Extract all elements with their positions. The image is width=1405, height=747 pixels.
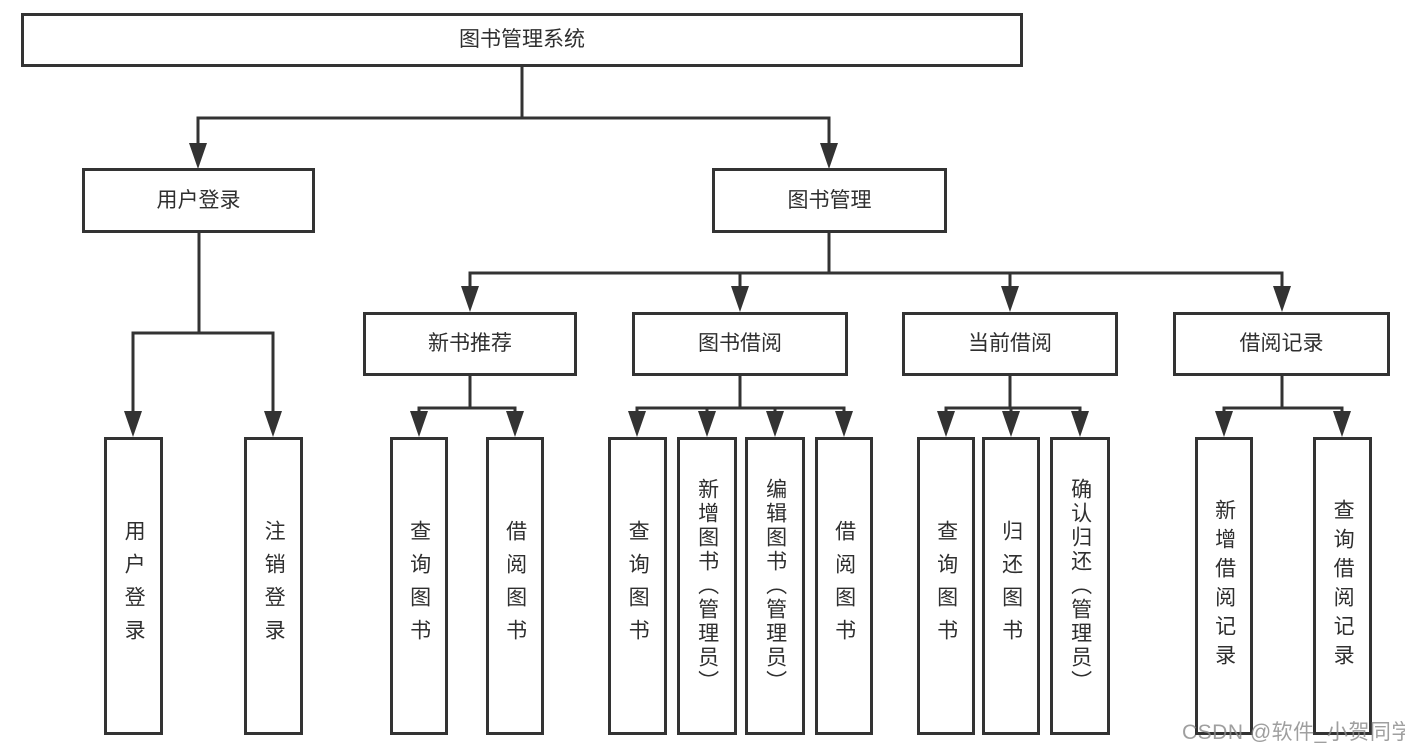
leaf-borrowing-borrow-books: 借阅图书 [815, 437, 873, 735]
leaf-user-login-label: 用户登录 [122, 520, 146, 652]
leaf-newbook-borrow-books-label: 借阅图书 [503, 520, 527, 652]
leaf-newbook-query-books-label: 查询图书 [407, 520, 431, 652]
node-library-system-label: 图书管理系统 [459, 28, 585, 52]
node-book-borrowing: 图书借阅 [632, 312, 848, 376]
leaf-edit-books-admin-label: 编辑图书（管理员） [763, 478, 787, 694]
node-user-login-label: 用户登录 [156, 188, 241, 212]
leaf-query-borrow-record: 查询借阅记录 [1313, 437, 1372, 735]
node-current-borrowing: 当前借阅 [902, 312, 1118, 376]
leaf-logout-label: 注销登录 [262, 520, 286, 652]
leaf-newbook-query-books: 查询图书 [390, 437, 448, 735]
node-book-management: 图书管理 [712, 168, 947, 233]
leaf-return-books: 归还图书 [982, 437, 1040, 735]
leaf-add-books-admin-label: 新增图书（管理员） [695, 478, 719, 694]
leaf-confirm-return-admin-label: 确认归还（管理员） [1068, 478, 1092, 694]
leaf-current-query-books-label: 查询图书 [934, 520, 958, 652]
node-new-book-recommend-label: 新书推荐 [428, 332, 512, 356]
leaf-add-borrow-record-label: 新增借阅记录 [1212, 499, 1236, 673]
leaf-confirm-return-admin: 确认归还（管理员） [1050, 437, 1110, 735]
node-new-book-recommend: 新书推荐 [363, 312, 577, 376]
leaf-logout: 注销登录 [244, 437, 303, 735]
leaf-edit-books-admin: 编辑图书（管理员） [745, 437, 805, 735]
node-book-management-label: 图书管理 [787, 188, 872, 212]
node-borrowing-records-label: 借阅记录 [1239, 332, 1324, 356]
leaf-borrowing-query-books: 查询图书 [608, 437, 667, 735]
arrowheads [124, 143, 1351, 437]
leaf-current-query-books: 查询图书 [917, 437, 975, 735]
leaf-add-books-admin: 新增图书（管理员） [677, 437, 737, 735]
leaf-user-login: 用户登录 [104, 437, 163, 735]
node-current-borrowing-label: 当前借阅 [968, 332, 1052, 356]
node-borrowing-records: 借阅记录 [1173, 312, 1390, 376]
leaf-borrowing-borrow-books-label: 借阅图书 [832, 520, 856, 652]
node-library-system: 图书管理系统 [21, 13, 1023, 67]
leaf-newbook-borrow-books: 借阅图书 [486, 437, 544, 735]
leaf-query-borrow-record-label: 查询借阅记录 [1331, 499, 1355, 673]
node-book-borrowing-label: 图书借阅 [698, 332, 782, 356]
leaf-add-borrow-record: 新增借阅记录 [1195, 437, 1253, 735]
leaf-borrowing-query-books-label: 查询图书 [626, 520, 650, 652]
leaf-return-books-label: 归还图书 [999, 520, 1023, 652]
node-user-login: 用户登录 [82, 168, 315, 233]
csdn-watermark: CSDN @软件_小贺同学 [1182, 721, 1405, 744]
